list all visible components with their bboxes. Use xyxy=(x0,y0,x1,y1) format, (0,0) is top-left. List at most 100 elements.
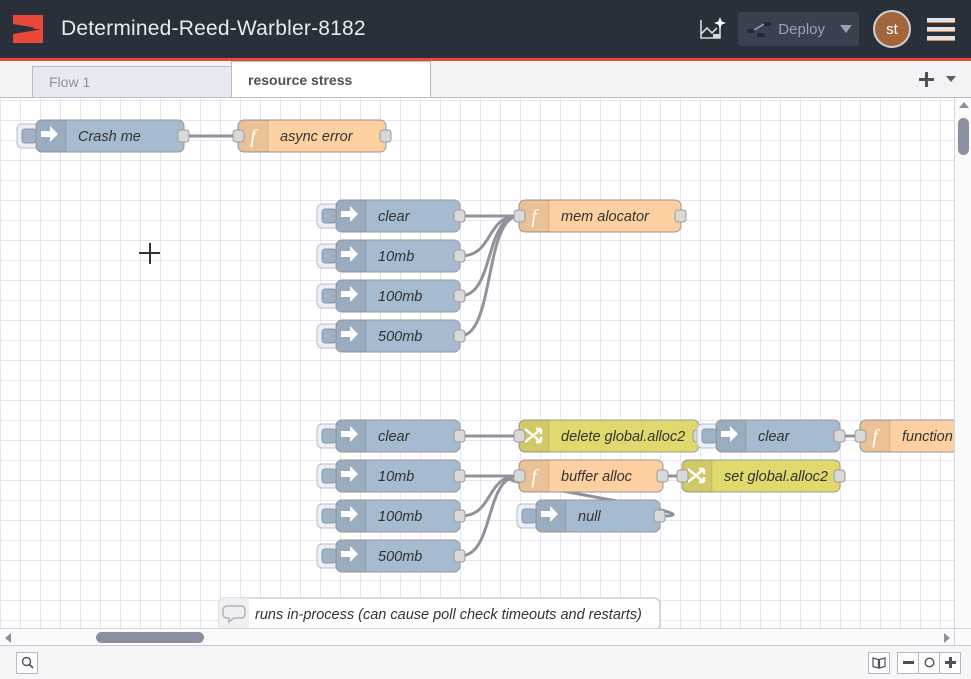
inject-trigger-glyph xyxy=(321,288,337,304)
flow-tabbar: Flow 1 resource stress xyxy=(0,61,971,98)
flow-canvas[interactable]: Crash me f async error clear 10mb 100mb 500mb f… xyxy=(0,98,971,643)
flow-node-inject[interactable]: 10mb xyxy=(316,459,466,493)
node-output-port[interactable] xyxy=(453,549,466,563)
flow-node-inject[interactable]: 10mb xyxy=(316,239,466,273)
vertical-scroll-thumb[interactable] xyxy=(958,118,969,155)
node-label: buffer alloc xyxy=(561,469,633,485)
flow-node-inject[interactable]: 100mb xyxy=(316,279,466,313)
image-sparkle-icon[interactable] xyxy=(692,9,732,49)
node-label: async error xyxy=(280,129,354,145)
inject-arrow-icon xyxy=(341,426,358,442)
node-output-port[interactable] xyxy=(653,509,666,523)
node-output-port[interactable] xyxy=(453,429,466,443)
search-button[interactable] xyxy=(16,651,38,674)
chevron-down-icon[interactable] xyxy=(835,25,857,33)
node-output-port[interactable] xyxy=(453,329,466,343)
zoom-controls xyxy=(897,651,961,674)
flow-wire[interactable] xyxy=(458,214,521,338)
add-flow-button[interactable] xyxy=(911,61,941,97)
zoom-reset-button[interactable] xyxy=(918,651,940,674)
tab-resource-stress[interactable]: resource stress xyxy=(231,61,431,97)
node-output-port[interactable] xyxy=(833,429,846,443)
horizontal-scrollbar[interactable] xyxy=(0,628,955,645)
node-label: 500mb xyxy=(378,549,422,565)
flow-node-inject[interactable]: clear xyxy=(696,419,846,453)
inject-trigger-glyph xyxy=(321,468,337,484)
inject-arrow-icon xyxy=(341,506,358,522)
node-label: 10mb xyxy=(378,469,414,485)
node-input-port[interactable] xyxy=(676,469,689,483)
function-fx-icon: f xyxy=(250,126,258,148)
node-output-port[interactable] xyxy=(453,289,466,303)
flow-node-inject[interactable]: 500mb xyxy=(316,539,466,573)
function-fx-icon: f xyxy=(531,206,539,228)
node-output-port[interactable] xyxy=(833,469,846,483)
hamburger-bar xyxy=(927,17,955,23)
scroll-right-arrow-icon[interactable] xyxy=(944,633,950,643)
flow-nodes-layer[interactable]: Crash me f async error clear 10mb 100mb 500mb f… xyxy=(0,98,971,643)
node-input-port[interactable] xyxy=(513,469,526,483)
scroll-up-arrow-icon[interactable] xyxy=(959,102,969,108)
flow-node-inject[interactable]: 500mb xyxy=(316,319,466,353)
flow-node-change[interactable]: set global.alloc2 xyxy=(676,459,846,493)
comment-label: runs in-process (can cause poll check ti… xyxy=(255,607,642,623)
node-output-port[interactable] xyxy=(453,469,466,483)
node-icon-tray xyxy=(860,420,890,452)
scroll-left-arrow-icon[interactable] xyxy=(5,633,11,643)
function-fx-icon: f xyxy=(872,426,880,448)
node-output-port[interactable] xyxy=(453,509,466,523)
flow-node-function[interactable]: f async error xyxy=(232,119,392,153)
inject-arrow-icon xyxy=(341,546,358,562)
tab-flow-1[interactable]: Flow 1 xyxy=(32,66,232,97)
node-label: 500mb xyxy=(378,329,422,345)
node-output-port[interactable] xyxy=(656,469,669,483)
flow-list-button[interactable] xyxy=(941,61,971,97)
flow-wire[interactable] xyxy=(458,474,521,518)
tab-label: Flow 1 xyxy=(49,74,91,90)
hamburger-bar xyxy=(927,35,955,41)
plus-icon xyxy=(918,71,934,87)
chevron-down-icon xyxy=(946,76,956,82)
flow-wire[interactable] xyxy=(504,474,675,518)
flow-node-inject[interactable]: null xyxy=(516,499,666,533)
zoom-out-button[interactable] xyxy=(897,651,919,674)
horizontal-scroll-thumb[interactable] xyxy=(96,632,204,643)
deploy-label: Deploy xyxy=(778,20,825,38)
inject-arrow-icon xyxy=(341,326,358,342)
deploy-button[interactable]: Deploy xyxy=(738,12,859,46)
node-input-port[interactable] xyxy=(854,429,867,443)
node-input-port[interactable] xyxy=(513,209,526,223)
flow-node-inject[interactable]: clear xyxy=(316,199,466,233)
node-output-port[interactable] xyxy=(453,209,466,223)
flow-node-change[interactable]: delete global.alloc2 xyxy=(513,419,705,453)
node-label: null xyxy=(578,509,601,525)
flow-canvas-container[interactable]: Crash me f async error clear 10mb 100mb 500mb f… xyxy=(0,98,971,643)
node-output-port[interactable] xyxy=(674,209,687,223)
navigator-button[interactable] xyxy=(868,651,890,674)
node-output-port[interactable] xyxy=(453,249,466,263)
flow-node-inject[interactable]: clear xyxy=(316,419,466,453)
node-red-logo-icon[interactable] xyxy=(11,11,47,47)
vertical-scrollbar[interactable] xyxy=(954,98,971,628)
node-input-port[interactable] xyxy=(232,129,245,143)
node-label: clear xyxy=(758,429,791,445)
inject-arrow-icon xyxy=(341,286,358,302)
flow-node-comment[interactable]: runs in-process (can cause poll check ti… xyxy=(218,597,661,631)
flow-node-inject[interactable]: Crash me xyxy=(16,119,190,153)
node-output-port[interactable] xyxy=(379,129,392,143)
zoom-in-button[interactable] xyxy=(939,651,961,674)
hamburger-menu-icon[interactable] xyxy=(927,17,955,41)
status-footer xyxy=(0,645,971,679)
flow-node-inject[interactable]: 100mb xyxy=(316,499,466,533)
node-label: delete global.alloc2 xyxy=(561,429,685,445)
plus-icon xyxy=(944,657,956,668)
node-output-port[interactable] xyxy=(177,129,190,143)
flow-wire[interactable] xyxy=(458,214,521,258)
search-icon xyxy=(21,656,34,669)
inject-trigger-glyph xyxy=(21,128,37,144)
avatar[interactable]: st xyxy=(873,10,911,48)
node-input-port[interactable] xyxy=(513,429,526,443)
